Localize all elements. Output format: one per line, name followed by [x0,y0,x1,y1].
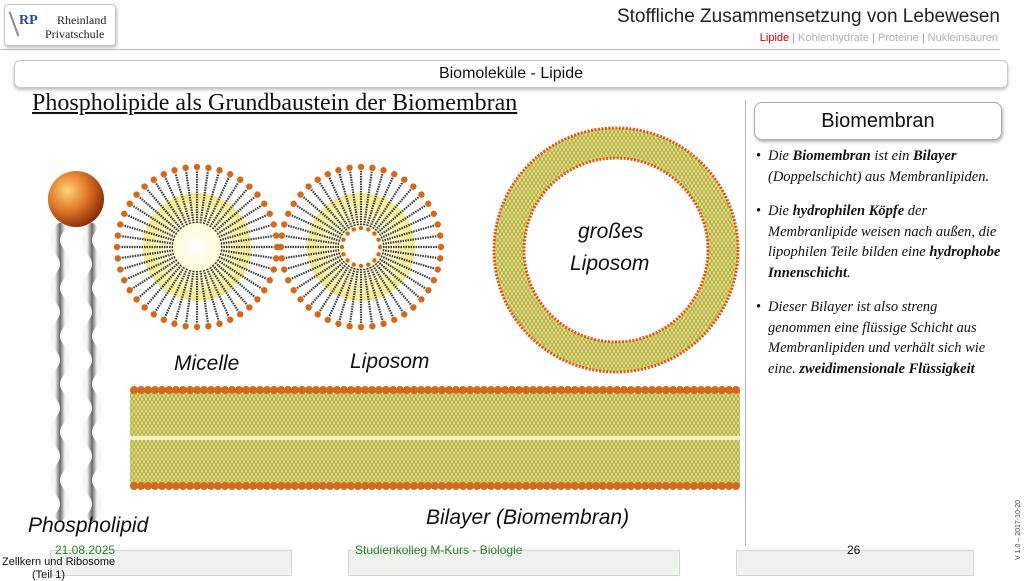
bullet-text: Die hydrophilen Köpfe der Membranlipide … [768,203,1001,281]
bullet-dot: • [756,148,762,164]
phospholipid-illustration [48,171,104,521]
header-divider [0,49,1000,50]
footer-date: 21.08.2025 [55,543,116,557]
bullet-text: Dieser Bilayer ist also streng genommen … [768,299,986,377]
bullet-dot: • [756,299,762,315]
bilayer-label: Bilayer (Biomembran) [426,506,630,529]
logo-line-1: Rheinland [57,13,107,27]
large-liposome-illustration [492,126,740,374]
bullet-item: • Die hydrophilen Köpfe der Membranlipide… [756,201,1002,283]
footer-chapter-part: (Teil 1) [32,569,66,581]
nav-item-1[interactable]: Lipide [759,32,790,44]
bullet-dot: • [756,203,762,219]
micelle-label: Micelle [174,352,240,375]
nav-item-4[interactable]: Nukleinsäuren [927,32,998,44]
version-stamp: V 1.0 – 2017-10-20 [1015,500,1022,560]
nav-separator: | [792,32,796,44]
nav-item-2[interactable]: Kohlenhydrate [798,32,869,44]
phospholipid-label: Phospholipid [28,514,149,537]
bilayer-illustration [130,386,740,490]
footer-chapter: Zellkern und Ribosome [2,556,116,568]
micelle-illustration [113,163,281,331]
header-title: Stoffliche Zusammensetzung von Lebewesen [616,6,1000,27]
header-topic-nav: Lipide|Kohlenhydrate|Proteine|Nukleinsäu… [760,32,998,44]
liposome-label: Liposom [350,350,430,373]
footer-course: Studienkolleg M-Kurs - Biologie [355,543,523,557]
bullet-item: • Die Biomembran ist ein Bilayer (Doppels… [756,146,1002,187]
logo-rp: RP [19,13,38,28]
nav-item-3[interactable]: Proteine [877,32,919,44]
nav-separator: | [871,32,875,44]
content-divider [745,100,746,546]
liposome-illustration [277,163,445,331]
page-number: 26 [847,543,861,557]
large-liposome-label-2: Liposom [570,252,650,275]
logo-line-2: Privatschule [45,27,105,41]
membrane-figure [48,126,740,521]
large-liposome-label-1: großes [578,220,644,243]
bullet-text: Die Biomembran ist ein Bilayer (Doppelsc… [768,148,990,185]
biomembran-heading: Biomembran [754,102,1002,140]
section-subtitle: Biomoleküle - Lipide [14,60,1008,88]
school-logo: RP Rheinland Privatschule [4,4,116,46]
footer-page-box: 26 [736,543,974,576]
page-title: Phospholipide als Grundbaustein der Biom… [32,90,518,116]
footer: 21.08.2025 Studienkolleg M-Kurs - Biolog… [0,543,1024,581]
nav-separator: | [921,32,925,44]
footer-course-box: Studienkolleg M-Kurs - Biologie [348,543,680,576]
bullet-item: • Dieser Bilayer ist also streng genommen… [756,297,1002,379]
biomembran-bullet-list: • Die Biomembran ist ein Bilayer (Doppels… [756,146,1002,393]
